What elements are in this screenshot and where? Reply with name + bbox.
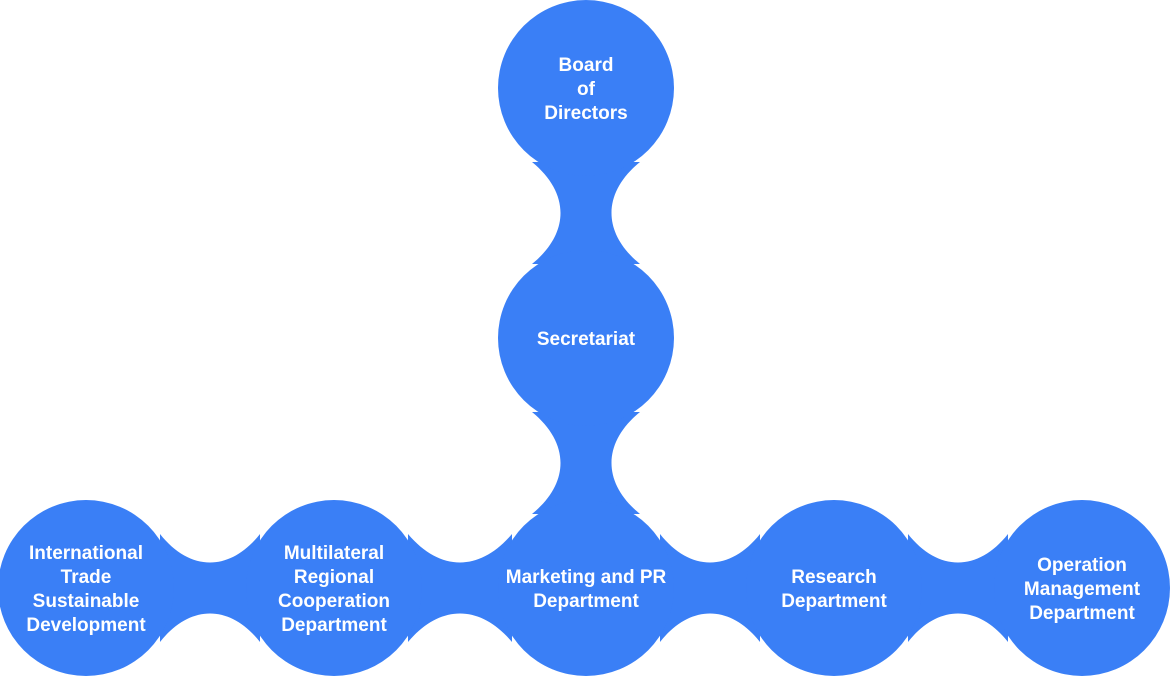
node-label-operation-line-1: Management (1024, 579, 1141, 600)
node-circle-international (0, 500, 174, 676)
node-label-multilateral-line-0: Multilateral (284, 543, 384, 564)
connectors (160, 162, 1008, 642)
connector-multilateral-international (160, 534, 260, 642)
connector-research-operation (908, 534, 1008, 642)
node-circle-research (746, 500, 922, 676)
node-label-research-line-1: Department (781, 591, 887, 612)
node-label-operation-line-2: Department (1029, 603, 1135, 624)
node-circle-multilateral (246, 500, 422, 676)
node-label-multilateral-line-2: Cooperation (278, 591, 390, 612)
node-circle-marketing (498, 500, 674, 676)
node-secretariat: Secretariat (498, 250, 674, 426)
node-label-marketing-line-1: Department (533, 591, 639, 612)
node-marketing: Marketing and PR Department (498, 500, 674, 676)
node-label-research-line-0: Research (791, 567, 877, 588)
node-label-international-line-2: Sustainable (33, 591, 140, 612)
node-label-international-line-1: Trade (61, 567, 112, 588)
node-label-international-line-0: International (29, 543, 143, 564)
node-label-multilateral-line-1: Regional (294, 567, 374, 588)
connector-secretariat-marketing (532, 412, 640, 514)
node-circle-secretariat (498, 250, 674, 426)
node-circle-board (498, 0, 674, 176)
node-label-operation-line-0: Operation (1037, 555, 1127, 576)
connector-marketing-research (660, 534, 760, 642)
node-label-secretariat-line-0: Secretariat (537, 329, 636, 350)
node-circle-operation (994, 500, 1170, 676)
node-label-board-line-0: Board (559, 55, 614, 76)
node-label-international-line-3: Development (26, 615, 146, 636)
connector-board-secretariat (532, 162, 640, 264)
node-label-board-line-1: of (577, 79, 596, 100)
node-label-marketing-line-0: Marketing and PR (506, 567, 667, 588)
node-label-board-line-2: Directors (544, 103, 627, 124)
node-multilateral: MultilateralRegionalCooperationDepartmen… (246, 500, 422, 676)
node-label-multilateral-line-3: Department (281, 615, 387, 636)
connector-marketing-multilateral (408, 534, 512, 642)
